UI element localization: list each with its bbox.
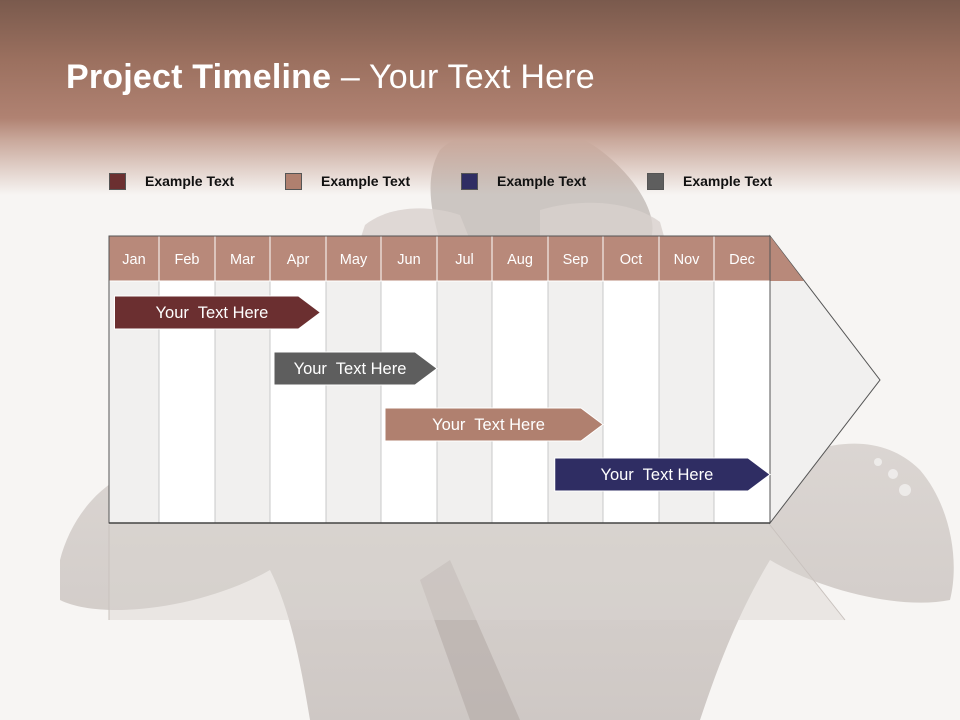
legend-item-2: Example Text [285, 170, 410, 192]
legend-swatch-2 [285, 172, 302, 190]
month-header-dec [713, 235, 771, 282]
month-label-dec: Dec [729, 252, 755, 268]
task-label-2: Your Text Here [294, 360, 407, 378]
task-label-1: Your Text Here [156, 304, 269, 322]
month-header-apr [269, 235, 327, 282]
title-bold: Project Timeline [66, 58, 332, 96]
legend-swatch-4 [647, 172, 664, 190]
month-label-oct: Oct [620, 252, 643, 268]
legend-swatch-3 [461, 172, 478, 190]
legend-label-1: Example Text [145, 173, 235, 189]
month-label-apr: Apr [287, 252, 310, 268]
task-arrow-2 [273, 351, 438, 386]
legend-item-3: Example Text [461, 170, 586, 192]
header-band [0, 0, 960, 200]
task-label-3: Your Text Here [432, 416, 545, 434]
month-header-feb [158, 235, 216, 282]
legend-label-2: Example Text [321, 173, 411, 189]
month-column-aug [491, 280, 549, 524]
arrow-head-header [770, 236, 804, 281]
legend-item-1: Example Text [109, 170, 234, 192]
reflection-edge-right [769, 524, 846, 621]
month-label-nov: Nov [674, 252, 701, 268]
legend-label-3: Example Text [497, 173, 587, 189]
chart-reflection [109, 523, 845, 620]
month-header-aug [491, 235, 549, 282]
task-arrow-1 [114, 295, 322, 330]
month-column-jul [436, 280, 493, 524]
month-label-feb: Feb [175, 252, 200, 268]
month-column-may [325, 280, 382, 524]
month-label-jul: Jul [455, 252, 474, 268]
month-label-mar: Mar [230, 252, 255, 268]
month-label-jun: Jun [397, 252, 420, 268]
legend-label-4: Example Text [683, 173, 773, 189]
legend-swatch-1 [109, 172, 126, 190]
month-header-sep [547, 235, 604, 282]
month-column-jun [380, 280, 438, 524]
month-label-aug: Aug [507, 252, 533, 268]
legend-item-4: Example Text [647, 170, 772, 192]
title-rest: – Your Text Here [331, 58, 595, 96]
month-label-jan: Jan [122, 252, 145, 268]
month-header-jan [108, 235, 160, 282]
month-label-sep: Sep [563, 252, 589, 268]
slide-title: Project Timeline – Your Text Here [66, 58, 595, 97]
task-label-4: Your Text Here [600, 466, 713, 484]
task-arrow-4 [554, 457, 771, 492]
month-label-may: May [340, 252, 368, 268]
task-arrow-3 [384, 407, 604, 442]
